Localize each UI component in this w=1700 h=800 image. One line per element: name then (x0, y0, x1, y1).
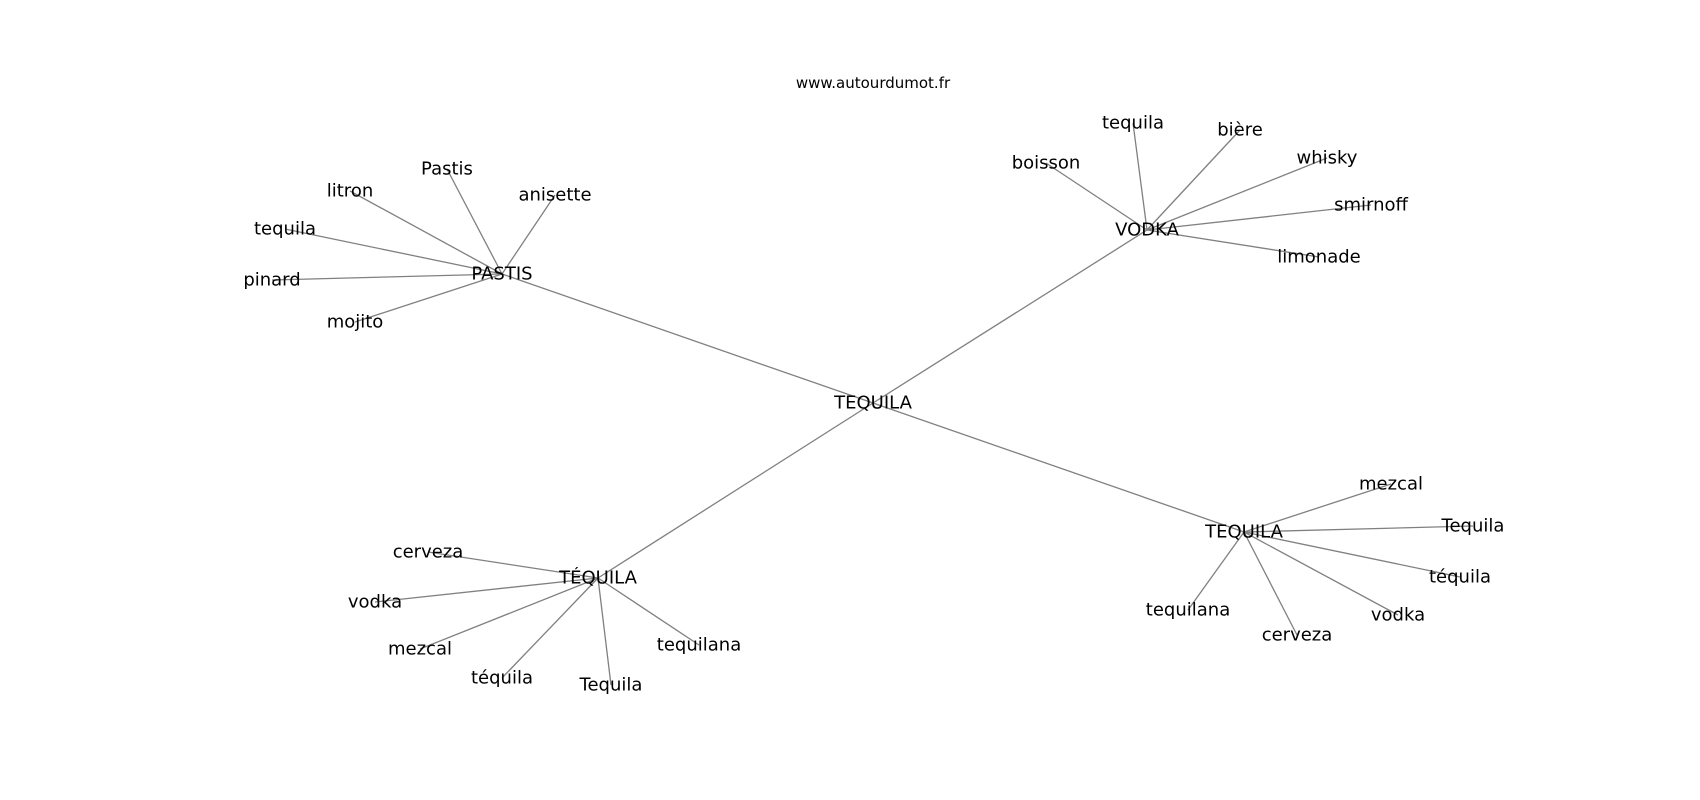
leaf-node-label: Tequila (1441, 516, 1505, 537)
labels: TEQUILA PASTIS Pastis litron tequila pinard mo… (243, 113, 1504, 696)
edge-hub-leaf (419, 577, 599, 650)
site-title: www.autourdumot.fr (796, 74, 951, 92)
leaf-node-label: téquila (1429, 567, 1491, 588)
leaf-node-label: Pastis (421, 159, 473, 180)
edge-root-hub (872, 229, 1148, 404)
leaf-node-label: tequilana (657, 635, 741, 656)
leaf-node-label: bière (1217, 120, 1263, 141)
leaf-node-label: vodka (1371, 605, 1425, 626)
edge-hub-leaf (1146, 229, 1320, 258)
edge-hub-leaf (597, 577, 612, 686)
edge-hub-leaf (1243, 483, 1392, 533)
leaf-node-label: tequilana (1146, 600, 1230, 621)
leaf-node-label: tequila (254, 219, 316, 240)
leaf-node-label: limonade (1277, 247, 1361, 268)
edge-hub-leaf (1146, 204, 1372, 231)
edge-hub-leaf (1146, 129, 1241, 231)
leaf-node-label: tequila (1102, 113, 1164, 134)
edge-hub-leaf (374, 577, 599, 603)
edge-hub-leaf (284, 228, 503, 275)
edge-hub-leaf (1243, 525, 1474, 533)
leaf-node-label: anisette (518, 185, 591, 206)
edge-hub-leaf (501, 577, 599, 679)
leaf-node-label: smirnoff (1334, 195, 1408, 216)
edge-hub-leaf (427, 551, 599, 579)
edge-hub-leaf (446, 168, 503, 275)
leaf-node-label: mojito (327, 312, 384, 333)
root-node-label: TEQUILA (833, 393, 912, 414)
edge-hub-leaf (1243, 531, 1461, 578)
leaf-node-label: whisky (1297, 148, 1358, 169)
edge-hub-leaf (354, 273, 503, 323)
leaf-node-label: vodka (348, 592, 402, 613)
edges (271, 122, 1474, 686)
edge-hub-leaf (1045, 162, 1148, 231)
leaf-node-label: litron (327, 181, 374, 202)
edge-hub-leaf (1132, 122, 1148, 231)
edge-hub-leaf (1243, 531, 1298, 636)
edge-hub-leaf (501, 194, 556, 275)
edge-hub-leaf (1187, 531, 1245, 611)
edge-hub-leaf (271, 273, 503, 281)
edge-root-hub (872, 402, 1245, 533)
hub-node-label: PASTIS (471, 264, 532, 285)
hub-node-label: TÉQUILA (558, 567, 637, 589)
leaf-node-label: cerveza (393, 542, 464, 563)
leaf-node-label: pinard (243, 270, 300, 291)
leaf-node-label: téquila (471, 668, 533, 689)
leaf-node-label: cerveza (1262, 625, 1333, 646)
edge-hub-leaf (597, 577, 700, 646)
hub-node-label: TEQUILA (1204, 522, 1283, 543)
edge-hub-leaf (349, 190, 503, 275)
edge-root-hub (501, 273, 874, 404)
edge-root-hub (597, 402, 874, 579)
leaf-node-label: Tequila (579, 675, 643, 696)
edge-hub-leaf (1243, 531, 1399, 616)
leaf-node-label: mezcal (1359, 474, 1423, 495)
leaf-node-label: boisson (1012, 153, 1081, 174)
leaf-node-label: mezcal (388, 639, 452, 660)
hub-node-label: VODKA (1115, 220, 1180, 241)
edge-hub-leaf (1146, 157, 1328, 231)
